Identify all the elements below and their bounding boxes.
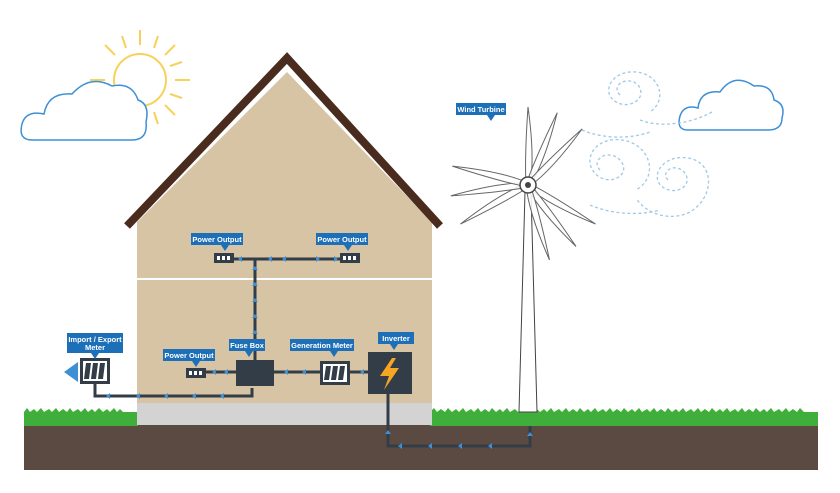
turbine-rotor: [450, 106, 596, 261]
turbine-blade: [452, 165, 530, 188]
label-text: Fuse Box: [230, 341, 265, 350]
turbine-tower: [518, 191, 538, 413]
label-text: Power Output: [317, 235, 367, 244]
socket-icon: [214, 253, 234, 263]
turbine-blade: [525, 106, 533, 186]
foundation: [137, 403, 432, 425]
label-fuse-box: Fuse Box: [229, 339, 265, 357]
label-text: Wind Turbine: [457, 105, 504, 114]
lightning-bolt-icon: [380, 358, 399, 390]
turbine-blade: [450, 182, 529, 197]
label-power-output: Power Output: [316, 233, 368, 251]
label-text: Inverter: [382, 334, 410, 343]
house: [124, 52, 443, 425]
cloud-icon: [20, 80, 148, 141]
socket-icon: [340, 253, 360, 263]
label-text: Power Output: [164, 351, 214, 360]
socket-icon: [186, 368, 206, 378]
label-power-output: Power Output: [163, 349, 215, 367]
label-text: Import / Export: [68, 335, 122, 344]
label-generation-meter: Generation Meter: [290, 339, 354, 357]
house-wall: [137, 72, 432, 403]
label-text: Meter: [85, 343, 105, 352]
grid-arrow-icon: [64, 362, 78, 382]
wind-swirl-icon: [581, 71, 713, 218]
turbine-blade: [526, 182, 596, 225]
label-wind-turbine: Wind Turbine: [456, 103, 506, 121]
turbine-blade: [525, 183, 550, 261]
turbine-blade: [525, 183, 577, 247]
flow-arrows: [106, 256, 533, 449]
roof: [124, 52, 443, 229]
label-import-export-meter: Import / Export Meter: [67, 333, 123, 359]
turbine-blade: [525, 112, 558, 187]
meter-icon: [320, 361, 350, 385]
turbine-blade: [460, 182, 530, 225]
cloud-icon: [678, 79, 784, 131]
fuse-box: [236, 360, 274, 386]
inverter: [368, 352, 412, 394]
label-text: Generation Meter: [291, 341, 353, 350]
turbine-blade: [525, 128, 583, 188]
label-inverter: Inverter: [378, 332, 414, 350]
label-text: Power Output: [192, 235, 242, 244]
label-power-output: Power Output: [191, 233, 243, 251]
meter-icon: [80, 358, 110, 384]
